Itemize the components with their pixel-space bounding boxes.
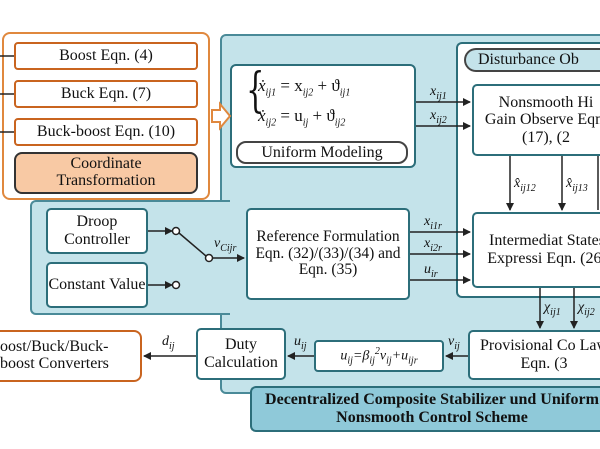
droop-controller-label: Droop Controller (64, 213, 130, 248)
buck-boost-equation-box: Buck-boost Eqn. (10) (14, 118, 198, 146)
control-law-box: uij=βij2νij+uijr (314, 340, 444, 372)
signal-xij1: xij1 (430, 84, 447, 102)
switch-contact-droop (171, 226, 181, 236)
duty-calculation-label: Duty Calculation (204, 336, 278, 371)
constant-value-box: Constant Value (46, 262, 148, 308)
uniform-modeling-label-box: Uniform Modeling (236, 141, 408, 164)
intermediate-states-box: Intermediat States Expressi Eqn. (26) (472, 212, 600, 288)
signal-xhat12: x̂ij12 (514, 176, 536, 194)
provisional-control-law-box: Provisional Co Law Eqn. (3 (468, 330, 600, 380)
reference-formulation-label: Reference Formulation Eqn. (32)/(33)/(34… (255, 227, 401, 279)
state-equation-1: ẋij1 = xij2 + ϑij1 (258, 76, 351, 99)
droop-controller-box: Droop Controller (46, 208, 148, 254)
signal-chi2: χij2 (578, 300, 595, 318)
signal-xi1r: xi1r (424, 214, 442, 232)
signal-xi2r: xi2r (424, 236, 442, 254)
output-converters-label: oost/Buck/Buck- boost Converters (0, 338, 109, 372)
coordinate-transformation-label: Coordinate Transformation (56, 155, 156, 189)
stabilizer-footer: Decentralized Composite Stabilizer und U… (250, 386, 600, 432)
nonsmooth-gain-observer-label: Nonsmooth Hi Gain Observe Eqn. (17), (2 (484, 93, 600, 146)
buck-boost-equation-label: Buck-boost Eqn. (10) (36, 123, 176, 140)
output-converters-box: oost/Buck/Buck- boost Converters (0, 330, 142, 382)
switch-lever (178, 232, 207, 257)
stabilizer-footer-label: Decentralized Composite Stabilizer und U… (265, 391, 599, 427)
signal-dij: dij (162, 334, 175, 352)
signal-vij: vij (448, 334, 460, 352)
buck-equation-box: Buck Eqn. (7) (14, 80, 198, 108)
buck-equation-label: Buck Eqn. (7) (60, 85, 152, 102)
signal-vc: vCijr (214, 236, 237, 254)
constant-value-label: Constant Value (48, 276, 146, 294)
boost-equation-label: Boost Eqn. (4) (59, 47, 153, 64)
uniform-modeling-label: Uniform Modeling (261, 143, 383, 161)
duty-calculation-box: Duty Calculation (196, 328, 286, 380)
signal-xij2: xij2 (430, 108, 447, 126)
signal-uij: uij (294, 334, 307, 352)
signal-xhat13: x̂ij13 (566, 176, 588, 194)
intermediate-states-label: Intermediat States Expressi Eqn. (26) (487, 232, 600, 267)
modeling-transfer-arrow (211, 101, 232, 131)
coordinate-transformation-box: Coordinate Transformation (14, 152, 198, 194)
signal-uir: uir (424, 262, 438, 280)
disturbance-observer-title: Disturbance Ob (464, 48, 600, 72)
reference-formulation-box: Reference Formulation Eqn. (32)/(33)/(34… (246, 208, 410, 300)
switch-contact-constant (171, 280, 181, 290)
switch-pivot (204, 253, 214, 263)
boost-equation-box: Boost Eqn. (4) (14, 42, 198, 70)
control-law-equation: uij=βij2νij+uijr (340, 345, 418, 367)
equation-brace: { (246, 62, 265, 118)
nonsmooth-gain-observer-box: Nonsmooth Hi Gain Observe Eqn. (17), (2 (472, 84, 600, 156)
state-equation-2: ẋij2 = uij + ϑij2 (258, 106, 346, 129)
signal-chi1: χij1 (544, 300, 561, 318)
provisional-control-law-label: Provisional Co Law Eqn. (3 (480, 337, 600, 372)
